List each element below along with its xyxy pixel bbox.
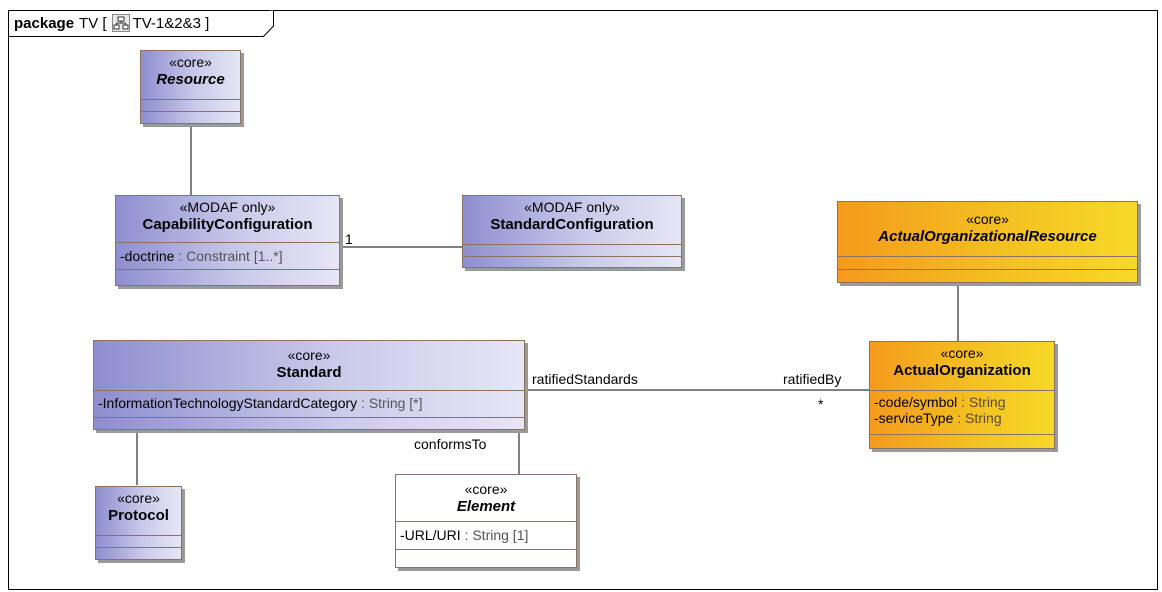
- class-name: Protocol: [108, 507, 169, 524]
- attribute-compartment: [116, 242, 339, 243]
- package-tab-outline: [8, 10, 274, 37]
- attribute-compartment: [396, 521, 576, 522]
- role-label-ratified-by: ratifiedBy: [783, 371, 842, 387]
- class-diagram-icon: [111, 14, 130, 32]
- operation-compartment: [463, 256, 681, 257]
- attribute-compartment: [870, 390, 1054, 391]
- class-name: StandardConfiguration: [490, 216, 654, 233]
- operation-compartment: [141, 111, 240, 112]
- class-capability-configuration[interactable]: «MODAF only»CapabilityConfiguration -doc…: [115, 195, 340, 286]
- attribute-url-uri: -URL/URI : String [1]: [400, 527, 529, 543]
- stereotype-label: «core»: [117, 490, 160, 506]
- attribute-doctrine: -doctrine : Constraint [1..*]: [120, 248, 283, 264]
- role-label-ratified-standards: ratifiedStandards: [532, 371, 638, 387]
- multiplicity-label: *: [818, 396, 824, 412]
- stereotype-label: «core»: [940, 345, 984, 361]
- stereotype-label: «MODAF only»: [524, 199, 620, 215]
- class-name: Resource: [156, 71, 225, 88]
- attribute-compartment: [96, 535, 181, 536]
- stereotype-label: «MODAF only»: [179, 199, 276, 215]
- attribute-compartment: [141, 99, 240, 100]
- operation-compartment: [116, 269, 339, 270]
- class-actual-organizational-resource[interactable]: «core»ActualOrganizationalResource: [837, 201, 1138, 283]
- stereotype-label: «core»: [464, 481, 508, 497]
- attribute-service-type: -serviceType : String: [874, 410, 1002, 426]
- class-standard[interactable]: «core»Standard -InformationTechnologySta…: [93, 340, 525, 430]
- role-label-conforms-to: conformsTo: [414, 436, 487, 452]
- operation-compartment: [94, 417, 524, 418]
- class-name: Standard: [276, 364, 342, 381]
- operation-compartment: [396, 549, 576, 550]
- class-standard-configuration[interactable]: «MODAF only»StandardConfiguration: [462, 195, 682, 268]
- class-element[interactable]: «core»Element -URL/URI : String [1]: [395, 474, 577, 568]
- class-protocol[interactable]: «core»Protocol: [95, 486, 182, 560]
- class-resource[interactable]: «core»Resource: [140, 50, 241, 124]
- attribute-compartment: [838, 256, 1137, 257]
- attribute-compartment: [463, 244, 681, 245]
- attribute-code-symbol: -code/symbol : String: [874, 394, 1006, 410]
- attribute-it-standard-category: -InformationTechnologyStandardCategory :…: [98, 395, 423, 411]
- frame-keyword: package: [14, 14, 75, 32]
- attribute-compartment: [94, 390, 524, 391]
- diagram-name: TV-1&2&3 ]: [132, 14, 210, 32]
- class-actual-organization[interactable]: «core»ActualOrganization -code/symbol : …: [869, 341, 1055, 449]
- class-name: ActualOrganization: [893, 362, 1031, 379]
- multiplicity-label: 1: [345, 231, 353, 247]
- operation-compartment: [838, 269, 1137, 270]
- class-name: CapabilityConfiguration: [142, 216, 313, 233]
- package-frame: [8, 10, 1158, 590]
- frame-name: TV [: [79, 14, 107, 32]
- stereotype-label: «core»: [966, 211, 1009, 227]
- operation-compartment: [870, 434, 1054, 435]
- stereotype-label: «core»: [287, 347, 331, 363]
- class-name: Element: [456, 498, 516, 515]
- stereotype-label: «core»: [169, 54, 212, 70]
- operation-compartment: [96, 547, 181, 548]
- class-name: ActualOrganizationalResource: [878, 228, 1097, 245]
